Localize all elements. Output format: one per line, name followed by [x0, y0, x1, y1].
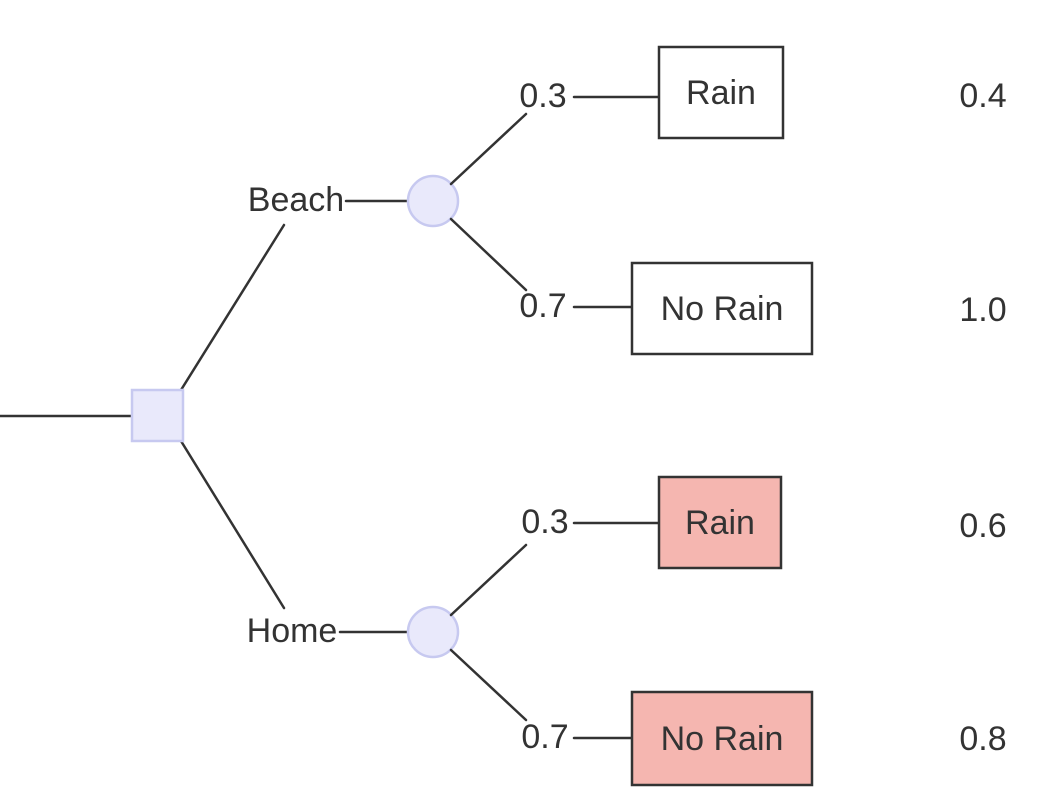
edge-chance-to-home-rain [449, 543, 528, 617]
outcome-label-beach-norain: No Rain [661, 290, 784, 328]
outcome-label-home-norain: No Rain [661, 720, 784, 758]
endpoint-value-home-norain: 0.8 [959, 720, 1006, 758]
edge-chance-to-beach-rain [449, 112, 528, 186]
decision-node-square [130, 388, 185, 443]
outcome-box-beach-rain [657, 45, 785, 140]
probability-label-beach-norain: 0.7 [519, 287, 566, 325]
outcome-box-home-rain [657, 475, 783, 570]
outcome-label-beach-rain: Rain [686, 74, 756, 112]
endpoint-value-home-rain: 0.6 [959, 507, 1006, 545]
outcome-box-home-norain [630, 690, 814, 787]
outcome-label-home-rain: Rain [685, 504, 755, 542]
edge-chance-to-beach-norain [449, 217, 528, 292]
branch-label-beach: Beach [248, 181, 344, 219]
endpoint-value-beach-rain: 0.4 [959, 77, 1006, 115]
chance-node-home [406, 605, 460, 659]
chance-node-beach [406, 174, 460, 228]
edge-root-to-beach [179, 223, 286, 392]
probability-label-home-rain: 0.3 [521, 503, 568, 541]
edge-chance-to-home-norain [449, 648, 528, 722]
endpoint-value-beach-norain: 1.0 [959, 291, 1006, 329]
branch-label-home: Home [247, 612, 338, 650]
probability-label-beach-rain: 0.3 [519, 77, 566, 115]
edge-root-to-home [179, 439, 286, 610]
outcome-box-beach-norain [630, 261, 814, 356]
probability-label-home-norain: 0.7 [521, 718, 568, 756]
